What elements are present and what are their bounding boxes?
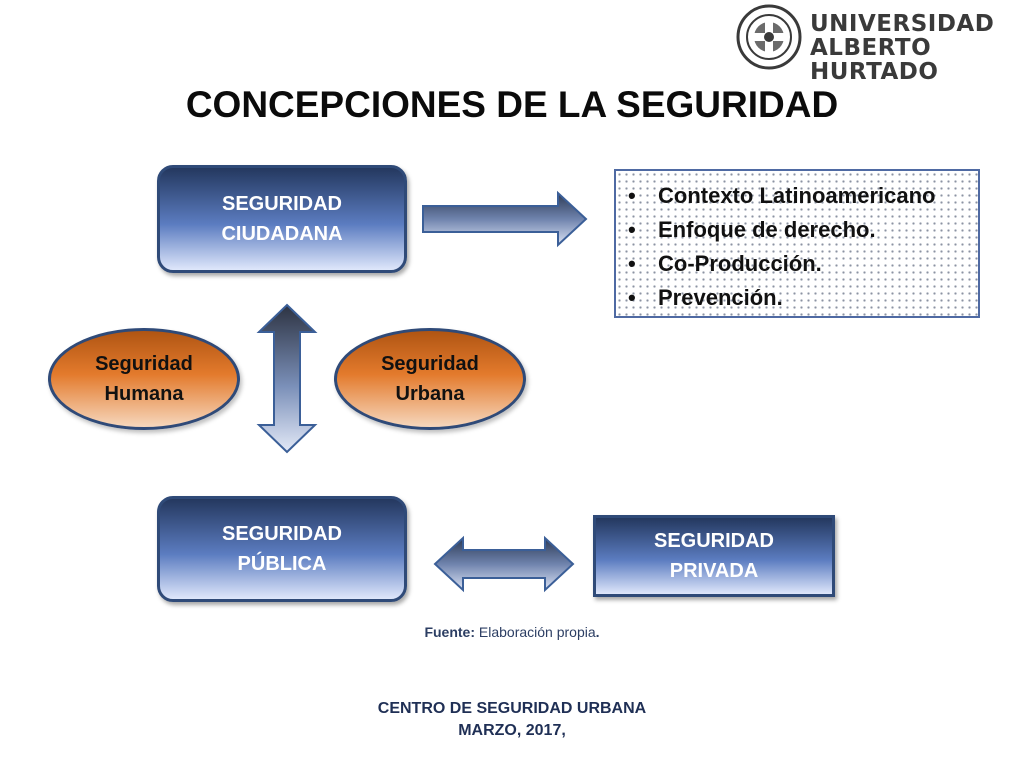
footer-line1: CENTRO DE SEGURIDAD URBANA [377, 700, 647, 717]
node-label-line1: Seguridad [95, 353, 193, 375]
node-label-line2: PRIVADA [669, 560, 759, 582]
node-seguridad-humana: Seguridad Humana [48, 328, 240, 430]
node-label-line2: Humana [104, 383, 184, 405]
list-item: Co-Producción. [628, 247, 978, 281]
university-name-line1: UNIVERSIDAD [810, 11, 995, 37]
node-seguridad-ciudadana: SEGURIDAD CIUDADANA [157, 165, 407, 273]
node-label-line1: Seguridad [381, 353, 479, 375]
horizontal-double-arrow [433, 535, 575, 593]
university-name: UNIVERSIDAD ALBERTO HURTADO [810, 12, 1024, 84]
page-title: CONCEPCIONES DE LA SEGURIDAD [185, 84, 839, 125]
node-label-line2: CIUDADANA [221, 223, 343, 245]
characteristics-box: Contexto Latinoamericano Enfoque de dere… [614, 169, 980, 318]
node-label-line2: PÚBLICA [237, 553, 327, 575]
list-item: Enfoque de derecho. [628, 213, 978, 247]
list-item: Contexto Latinoamericano [628, 179, 978, 213]
source-label: Fuente: [424, 624, 476, 640]
source-note: Fuente: Elaboración propia. [0, 624, 1024, 640]
node-label-line1: SEGURIDAD [221, 193, 342, 215]
node-label-line2: Urbana [395, 383, 465, 405]
node-label-line1: SEGURIDAD [653, 530, 774, 552]
university-seal-logo [736, 4, 802, 70]
university-name-line2: ALBERTO HURTADO [810, 35, 939, 85]
node-seguridad-urbana: Seguridad Urbana [334, 328, 526, 430]
source-text: Elaboración propia [478, 624, 596, 640]
list-item: Prevención. [628, 281, 978, 315]
node-label-line1: SEGURIDAD [221, 523, 342, 545]
vertical-double-arrow [256, 303, 318, 454]
source-end: . [595, 624, 600, 640]
right-arrow [422, 190, 588, 248]
node-seguridad-publica: SEGURIDAD PÚBLICA [157, 496, 407, 602]
node-seguridad-privada: SEGURIDAD PRIVADA [593, 515, 835, 597]
footer: CENTRO DE SEGURIDAD URBANA MARZO, 2017, [0, 698, 1024, 742]
footer-line2: MARZO, 2017, [458, 722, 566, 739]
characteristics-list: Contexto Latinoamericano Enfoque de dere… [628, 179, 978, 315]
